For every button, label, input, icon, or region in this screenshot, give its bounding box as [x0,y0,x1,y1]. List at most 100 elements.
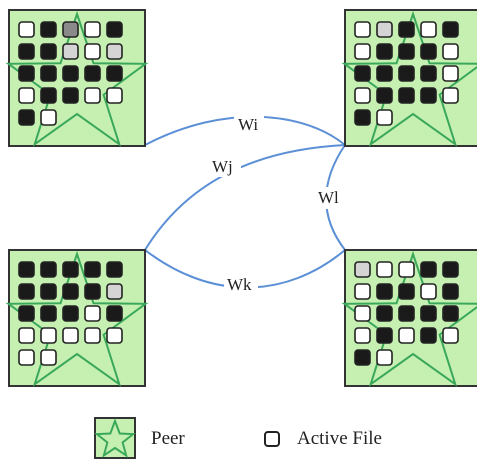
active-file-icon [420,283,437,300]
active-file-icon [376,327,393,344]
peer-star-icon [341,250,477,387]
active-file-icon [442,87,459,104]
active-file-icon [376,305,393,322]
peer-node-top-right [341,9,477,147]
active-file-icon [18,305,35,322]
active-file-icon [376,349,393,366]
active-file-icon [442,327,459,344]
edge-label-bg [224,273,258,295]
edge-label-bg [316,187,344,209]
active-file-icon [18,261,35,278]
active-file-icon [420,21,437,38]
active-file-icon [398,283,415,300]
active-file-icon [84,65,101,82]
active-file-icon [420,261,437,278]
active-file-icon [18,283,35,300]
active-file-icon [354,327,371,344]
active-file-icon [398,327,415,344]
active-file-icon [106,327,123,344]
active-file-icon [442,283,459,300]
active-file-icon [106,305,123,322]
edges-layer [144,115,346,289]
active-file-icon [354,109,371,126]
edge-label-bg [234,113,264,135]
active-file-icon [106,65,123,82]
active-file-icon [62,21,79,38]
active-file-icon [442,21,459,38]
active-file-icon [62,327,79,344]
peer-star-icon [5,10,149,147]
peer-star-icon [5,250,149,387]
active-file-icon [18,327,35,344]
active-file-icon [84,327,101,344]
active-file-icon [398,261,415,278]
peers-layer [5,9,477,387]
active-file-icon [376,65,393,82]
active-file-icon [442,305,459,322]
active-file-icon [106,261,123,278]
active-file-icon [354,65,371,82]
edge-label-wl: Wl [318,188,339,207]
active-file-icon [62,305,79,322]
active-file-icon [420,305,437,322]
legend: Peer Active File [94,417,382,459]
active-file-icon [40,43,57,60]
edge-label-wi: Wi [238,115,258,134]
active-file-icon [84,87,101,104]
active-file-icon [354,21,371,38]
active-file-icon [398,65,415,82]
active-file-icon [354,87,371,104]
active-file-icon [84,283,101,300]
active-file-icon [376,283,393,300]
active-file-icon [62,261,79,278]
peer-star-icon [341,10,477,147]
edge-label-bg [209,155,241,177]
legend-star-icon [94,418,136,458]
active-file-icon [18,87,35,104]
active-file-icon [84,305,101,322]
legend-active-file-icon [264,431,280,447]
active-file-icon [40,65,57,82]
active-file-icon [398,305,415,322]
active-file-icon [398,87,415,104]
peer-node-bottom-left [5,249,149,387]
edge-label-wk: Wk [227,275,252,294]
active-file-icon [376,109,393,126]
active-file-icon [84,21,101,38]
active-file-icon [40,283,57,300]
active-file-icon [376,87,393,104]
active-file-icon [442,65,459,82]
active-file-icon [40,305,57,322]
active-file-icon [62,65,79,82]
active-file-icon [420,65,437,82]
edge-labels-layer: Wi Wj Wl Wk [209,113,344,295]
active-file-icon [40,349,57,366]
active-file-icon [40,327,57,344]
active-file-icon [62,43,79,60]
active-file-icon [84,43,101,60]
legend-peer-label: Peer [151,428,185,449]
active-file-icon [442,261,459,278]
active-file-icon [420,327,437,344]
active-file-icon [84,261,101,278]
active-file-icon [40,87,57,104]
edge-wj [144,144,346,251]
edge-label-wj: Wj [212,157,233,176]
active-file-icon [62,283,79,300]
peer-node-top-left [5,9,149,147]
active-file-icon [40,21,57,38]
active-file-icon [398,21,415,38]
active-file-icon [398,43,415,60]
active-file-icon [420,43,437,60]
legend-peer-icon [94,417,136,459]
active-file-icon [106,43,123,60]
peer-node-bottom-right [341,249,477,387]
active-file-icon [376,43,393,60]
active-file-icon [376,261,393,278]
active-file-icon [354,349,371,366]
active-file-icon [420,87,437,104]
active-file-icon [62,87,79,104]
active-file-icon [18,65,35,82]
active-file-icon [106,283,123,300]
